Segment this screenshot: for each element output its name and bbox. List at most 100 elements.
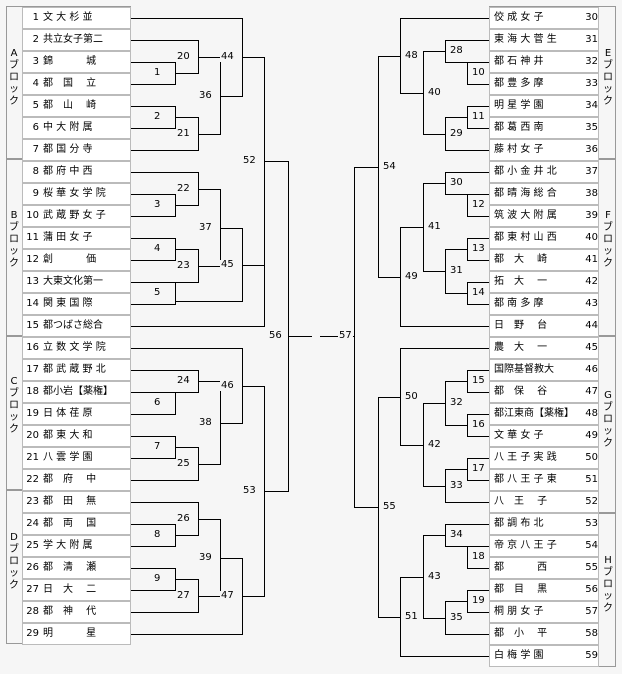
team-name: 国際基督教大 — [494, 364, 554, 375]
bracket-line — [264, 491, 288, 492]
game-number-g52: 52 — [242, 155, 257, 166]
bracket-line — [467, 106, 468, 129]
team-entry-right: 都 石 神 井 32 — [489, 51, 599, 73]
bracket-line — [131, 304, 175, 305]
bracket-line — [175, 301, 242, 302]
bracket-line — [175, 73, 198, 74]
team-seed-number: 42 — [585, 276, 598, 287]
team-seed-number: 56 — [585, 584, 598, 595]
team-seed-number: 48 — [585, 408, 598, 419]
bracket-line — [175, 447, 198, 448]
game-number-g18: 18 — [471, 551, 486, 562]
bracket-line — [467, 194, 468, 217]
team-name: 都 国 立 — [43, 78, 97, 89]
team-name: 都 八 王 子 東 — [494, 474, 557, 485]
team-seed-number: 12 — [26, 254, 39, 265]
team-name: 都 山 崎 — [43, 100, 97, 111]
game-number-g50: 50 — [404, 391, 419, 402]
team-name: 文 大 杉 並 — [43, 12, 93, 23]
team-name: 八 王 子 実 践 — [494, 452, 557, 463]
game-number-g2: 2 — [153, 111, 162, 122]
team-name: 都 石 神 井 — [494, 56, 544, 67]
team-name: 学 大 附 属 — [43, 540, 93, 551]
bracket-line — [400, 227, 401, 327]
bracket-line — [467, 282, 468, 305]
team-seed-number: 39 — [585, 210, 598, 221]
bracket-line — [445, 293, 467, 294]
team-name: 佼 成 女 子 — [494, 12, 544, 23]
bracket-line — [400, 93, 423, 94]
game-number-g19: 19 — [471, 595, 486, 606]
bracket-line — [445, 172, 489, 173]
bracket-line — [445, 425, 467, 426]
team-name: 都 武 蔵 野 北 — [43, 364, 106, 375]
team-name: 都 豊 多 摩 — [494, 78, 544, 89]
game-number-g3: 3 — [153, 199, 162, 210]
game-number-g10: 10 — [471, 67, 486, 78]
bracket-line — [354, 167, 378, 168]
team-name: 帝 京 八 王 子 — [494, 540, 557, 551]
bracket-line — [400, 445, 423, 446]
game-number-g6: 6 — [153, 397, 162, 408]
team-name: 藤 村 女 子 — [494, 144, 544, 155]
team-seed-number: 10 — [26, 210, 39, 221]
team-name: 都 東 村 山 西 — [494, 232, 557, 243]
game-number-g28: 28 — [449, 45, 464, 56]
bracket-line — [467, 194, 489, 195]
game-number-g46: 46 — [220, 380, 235, 391]
team-entry-left: 12 創 価 — [22, 249, 131, 271]
bracket-line — [445, 634, 489, 635]
game-number-g57: 57 — [338, 330, 353, 341]
team-seed-number: 38 — [585, 188, 598, 199]
game-number-g32: 32 — [449, 397, 464, 408]
team-name: 都 葛 西 南 — [494, 122, 544, 133]
team-name: 創 価 — [43, 254, 97, 265]
team-name: 都 大 崎 — [494, 254, 548, 265]
bracket-line — [131, 128, 175, 129]
team-name: 都 調 布 北 — [494, 518, 544, 529]
game-number-g44: 44 — [220, 51, 235, 62]
team-name: 明 星 学 園 — [494, 100, 544, 111]
bracket-line — [198, 134, 220, 135]
game-number-g15: 15 — [471, 375, 486, 386]
bracket-line — [378, 56, 400, 57]
team-name: 都 清 瀬 — [43, 562, 97, 573]
bracket-line — [378, 397, 379, 618]
team-name: 都 東 大 和 — [43, 430, 93, 441]
bracket-line — [467, 436, 489, 437]
team-seed-number: 21 — [26, 452, 39, 463]
team-name: 拓 大 一 — [494, 276, 548, 287]
team-name: 中 大 附 属 — [43, 122, 93, 133]
team-name: 都 晴 海 総 合 — [494, 188, 557, 199]
team-entry-right: 都 晴 海 総 合 38 — [489, 183, 599, 205]
bracket-line — [423, 271, 445, 272]
team-seed-number: 54 — [585, 540, 598, 551]
team-name: 都 両 国 — [43, 518, 97, 529]
bracket-line — [175, 579, 198, 580]
bracket-line — [354, 507, 378, 508]
team-seed-number: 15 — [26, 320, 39, 331]
team-seed-number: 57 — [585, 606, 598, 617]
team-seed-number: 47 — [585, 386, 598, 397]
team-name: 農 大 一 — [494, 342, 548, 353]
bracket-line — [467, 414, 489, 415]
bracket-line — [400, 348, 489, 349]
team-seed-number: 32 — [585, 56, 598, 67]
team-name: 武 蔵 野 女 子 — [43, 210, 106, 221]
team-name: 都 西 — [494, 562, 548, 573]
team-name: 共立女子第二 — [43, 34, 103, 45]
